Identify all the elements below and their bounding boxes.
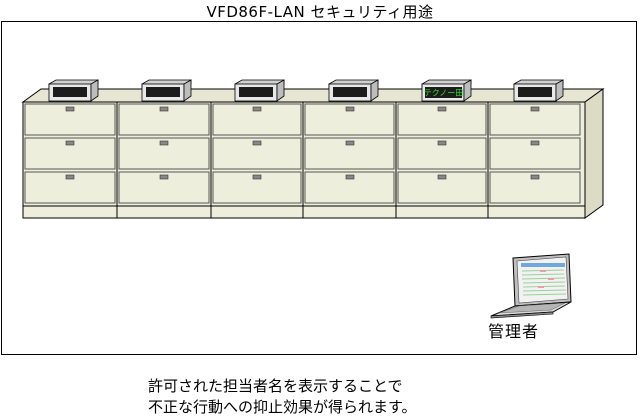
drawer-handle	[345, 106, 355, 112]
cabinet-side-panel	[584, 88, 604, 219]
display-screen	[425, 87, 462, 98]
diagram-frame	[1, 21, 637, 355]
display-screen	[53, 87, 87, 97]
drawer-handle	[530, 140, 540, 146]
display-message: テクノー田	[424, 89, 464, 98]
drawer-handle	[437, 106, 447, 112]
vfd-display	[513, 79, 564, 102]
cabinet-unit	[397, 103, 487, 204]
drawer-handle	[159, 106, 169, 112]
caption-line: 許可された担当者名を表示することで	[148, 377, 403, 395]
drawer-handle	[437, 140, 447, 146]
drawer-handle	[252, 140, 262, 146]
caption: 許可された担当者名を表示することで 不正な行動への抑止効果が得られます。	[148, 376, 417, 418]
drawer-handle	[252, 174, 262, 180]
cabinet-unit	[212, 103, 302, 204]
drawer	[24, 171, 116, 204]
display-screen	[239, 87, 273, 97]
drawer-handle	[65, 106, 75, 112]
drawer-handle	[437, 174, 447, 180]
display-screen	[518, 87, 552, 97]
display-screen	[333, 87, 367, 97]
vfd-display	[48, 79, 99, 102]
cabinet-row	[21, 88, 605, 219]
drawer-handle	[65, 174, 75, 180]
drawer	[304, 103, 395, 136]
drawer	[489, 137, 581, 170]
laptop-screen	[516, 256, 569, 304]
diagram-title: VFD86F-LAN セキュリティ用途	[206, 3, 434, 21]
screen-header-bar	[521, 263, 565, 267]
cabinet-unit	[118, 103, 210, 204]
cabinet-unit	[24, 103, 116, 204]
drawer-handle	[252, 106, 262, 112]
drawer-handle	[530, 174, 540, 180]
drawer-handle	[530, 106, 540, 112]
vfd-display-active: テクノー田	[421, 79, 472, 102]
cabinet-unit	[489, 103, 581, 204]
drawer-handle	[159, 140, 169, 146]
display-screen	[146, 87, 180, 97]
drawer-handle	[65, 140, 75, 146]
drawer-handle	[345, 174, 355, 180]
vfd-display	[141, 79, 192, 102]
drawer-handle	[159, 174, 169, 180]
admin-label: 管理者	[488, 322, 540, 341]
caption-line: 不正な行動への抑止効果が得られます。	[148, 398, 417, 416]
vfd-display	[234, 79, 285, 102]
laptop-icon	[490, 253, 572, 319]
cabinet-unit	[304, 103, 395, 204]
drawer-handle	[345, 140, 355, 146]
vfd-display	[328, 79, 379, 102]
